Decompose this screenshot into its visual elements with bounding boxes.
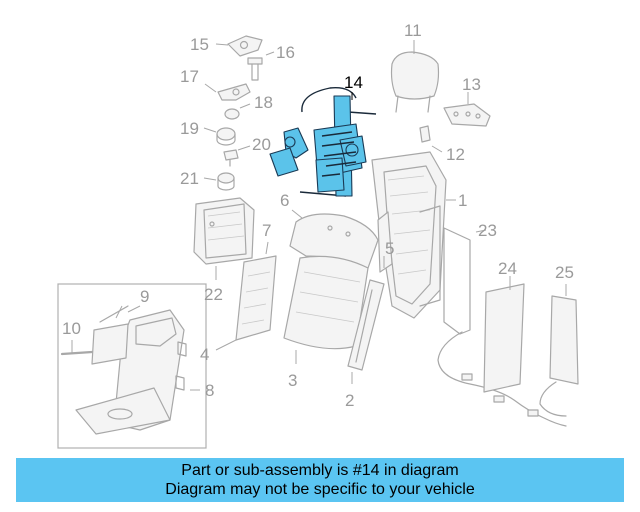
callout-24: 24 <box>498 259 517 278</box>
part-16-bolt <box>247 51 275 81</box>
part-5-side-panel <box>377 211 393 273</box>
callout-13: 13 <box>462 75 481 94</box>
callout-11: 11 <box>404 21 422 40</box>
part-20-pin <box>223 145 251 167</box>
callout-15: 15 <box>190 35 209 54</box>
part-24-panel <box>483 276 525 393</box>
part-22-pad <box>193 197 255 280</box>
callout-20: 20 <box>252 135 271 154</box>
callout-5: 5 <box>385 239 394 258</box>
banner-line-2: Diagram may not be specific to your vehi… <box>165 481 475 498</box>
callout-10: 10 <box>62 319 81 338</box>
banner-line-1: Part or sub-assembly is #14 in diagram <box>181 462 459 479</box>
part-19-bushing <box>203 127 236 146</box>
info-banner: Part or sub-assembly is #14 in diagram D… <box>16 458 624 502</box>
part-12-guide <box>419 125 443 153</box>
callout-1: 1 <box>458 191 467 210</box>
callout-23: 23 <box>478 221 497 240</box>
callout-14: 14 <box>344 73 363 92</box>
part-2-trim-strip <box>347 279 385 384</box>
callout-22: 22 <box>204 285 223 304</box>
callout-2: 2 <box>345 391 354 410</box>
part-18-washer <box>224 103 251 120</box>
callout-18: 18 <box>254 93 273 112</box>
callout-6: 6 <box>280 191 289 210</box>
part-14-assembly <box>269 87 377 197</box>
callout-19: 19 <box>180 119 199 138</box>
callout-8: 8 <box>205 381 214 400</box>
callout-21: 21 <box>180 169 199 188</box>
part-11-headrest <box>390 40 440 113</box>
part-17-clip <box>204 83 251 101</box>
part-15-bracket <box>215 35 263 57</box>
part-3-back-cover <box>283 255 369 364</box>
part-6-cushion <box>289 209 379 269</box>
inset-box <box>57 283 207 449</box>
part-7-panel <box>235 241 277 341</box>
part-23-harness <box>437 227 567 427</box>
callout-9: 9 <box>140 287 149 306</box>
callout-17: 17 <box>180 67 199 86</box>
callout-12: 12 <box>446 145 465 164</box>
part-21-grommet <box>203 172 235 191</box>
callout-25: 25 <box>555 263 574 282</box>
part-25-wire <box>539 284 579 417</box>
callout-4: 4 <box>200 345 209 364</box>
callout-16: 16 <box>276 43 295 62</box>
part-13-trim <box>443 92 491 127</box>
callout-7: 7 <box>262 221 271 240</box>
callout-3: 3 <box>288 371 297 390</box>
part-4-leader <box>215 339 237 351</box>
